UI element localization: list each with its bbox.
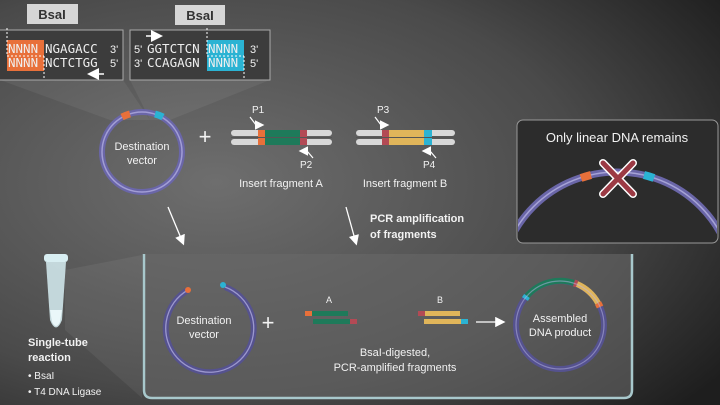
pcr-label: of fragments — [370, 229, 437, 241]
seq-text: GGTCTCN — [147, 41, 200, 56]
fragment-label: A — [326, 295, 332, 305]
fragments-caption: PCR-amplified fragments — [334, 362, 457, 374]
seq-text: NNNN — [208, 55, 238, 70]
right-recognition-site: 5' GGTCTCN NNNN 3' 3' CCAGAGN NNNN 5' — [129, 28, 271, 81]
orange-site — [579, 171, 593, 182]
tube-icon — [44, 254, 142, 398]
cyan-site — [154, 110, 165, 121]
left-recognition-site: NNNN NGAGACC 3' NNNN NCTCTGG 5' — [0, 28, 124, 81]
reaction-title: reaction — [28, 352, 71, 364]
seq-end: 5' — [134, 44, 142, 56]
insert-fragment-b: P3 P4 Insert fragment B — [356, 105, 455, 190]
cyan-end — [220, 282, 226, 288]
reaction-tray — [142, 254, 634, 400]
cross-icon — [599, 159, 637, 198]
bsai-label-right: BsaI — [175, 5, 225, 25]
vector-label: Destination — [176, 315, 231, 327]
seq-text: NNNN — [8, 55, 38, 70]
product-label: DNA product — [529, 327, 591, 339]
callout-right — [130, 80, 270, 120]
vector-label: vector — [127, 155, 157, 167]
bsai-label-left: BsaI — [27, 4, 78, 24]
primer-arrow-icon — [374, 116, 390, 130]
pcr-label: PCR amplification — [370, 213, 464, 225]
seq-end: 3' — [250, 44, 258, 56]
seq-end: 3' — [134, 58, 142, 70]
product-label: Assembled — [533, 313, 587, 325]
linear-dna-box: Only linear DNA remains — [516, 119, 719, 244]
callout-left — [0, 80, 150, 120]
vector-label: Destination — [114, 141, 169, 153]
digested-fragment-a: A — [305, 295, 357, 324]
overhang-orange — [7, 40, 44, 71]
arrow-down-icon — [167, 206, 185, 246]
plus-sign: + — [199, 124, 212, 149]
plus-sign: + — [262, 310, 275, 335]
fragment-label: B — [437, 295, 443, 305]
primer-arrow-icon — [249, 116, 265, 130]
vector-label: vector — [189, 329, 219, 341]
insert-fragment-a: P1 P2 Insert fragment A — [231, 105, 332, 190]
seq-end: 3' — [110, 44, 118, 56]
fragment-label: Insert fragment B — [363, 178, 447, 190]
seq-end: 5' — [250, 58, 258, 70]
seq-text: CCAGAGN — [147, 55, 200, 70]
overhang-cyan — [207, 40, 244, 71]
primer-label: P2 — [300, 160, 313, 171]
orange-site — [120, 110, 131, 121]
reaction-item: • BsaI — [28, 371, 54, 382]
destination-vector-circle: Destination vector — [99, 109, 185, 195]
primer-label: P1 — [252, 105, 265, 116]
primer-label: P3 — [377, 105, 390, 116]
bsai-label-text: BsaI — [38, 7, 65, 22]
reaction-item: • T4 DNA Ligase — [28, 387, 102, 398]
reaction-title: Single-tube — [28, 337, 88, 349]
orange-end — [185, 287, 191, 293]
primer-arrow-icon — [421, 146, 437, 159]
seq-text: NGAGACC — [45, 41, 98, 56]
primer-arrow-icon — [298, 146, 314, 159]
seq-text: NNNN — [208, 41, 238, 56]
arrow-down-icon — [345, 206, 359, 246]
bsai-label-text: BsaI — [186, 8, 213, 23]
assembled-product: Assembled DNA product — [513, 277, 607, 372]
fragments-caption: BsaI-digested, — [360, 347, 430, 359]
cyan-site — [642, 171, 656, 182]
linear-box-title: Only linear DNA remains — [546, 130, 689, 145]
seq-text: NNNN — [8, 41, 38, 56]
fragment-label: Insert fragment A — [239, 178, 323, 190]
seq-text: NCTCTGG — [45, 55, 98, 70]
seq-end: 5' — [110, 58, 118, 70]
digested-vector: Destination vector — [162, 282, 257, 376]
primer-label: P4 — [423, 160, 436, 171]
digested-fragment-b: B — [418, 295, 468, 324]
